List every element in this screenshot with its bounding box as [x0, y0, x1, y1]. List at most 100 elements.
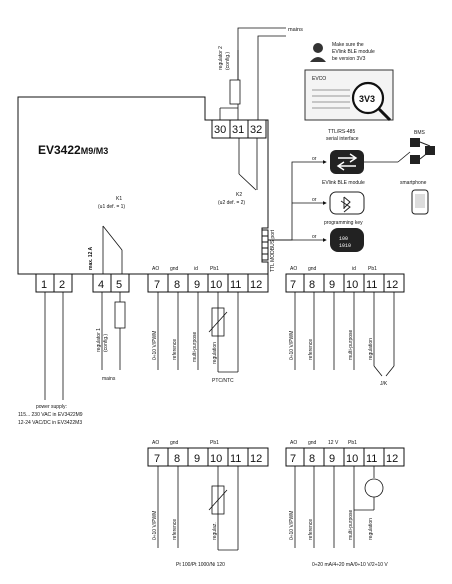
terminal-block-main: [35, 273, 269, 293]
power-supply-line2: 12-24 VAC/DC in EV3422M3: [18, 420, 82, 426]
mains-bottom-label: mains: [102, 376, 116, 382]
ttl-port: [261, 229, 269, 261]
pt-out-label: 0÷10 V/PWM: [152, 511, 158, 540]
relay-k1: [102, 225, 123, 274]
tr-regulation-label: regulation: [368, 518, 374, 540]
mains-top-label: mains: [288, 27, 303, 33]
tc-terminals: 7 8 9 10 11 12: [290, 279, 398, 291]
connectivity-wiring: [268, 151, 411, 242]
terminal-4: 4: [98, 279, 104, 291]
tc-gnd-label: gnd: [308, 266, 317, 272]
svg-text:11: 11: [366, 453, 377, 465]
terminal-block-pt100: [147, 447, 269, 467]
svg-text:12: 12: [250, 453, 262, 465]
terminal-5: 5: [116, 279, 122, 291]
out-0-10-label: 0÷10 V/PWM: [152, 331, 158, 360]
tc-wiring: [294, 292, 395, 377]
module-note-line3: be version 3V3: [332, 56, 366, 62]
or-label-1: or: [312, 156, 317, 162]
bluetooth-icon: [329, 191, 365, 215]
bms-icon: [410, 138, 435, 164]
svg-text:8: 8: [309, 453, 315, 465]
mains-top-wiring: [219, 27, 286, 120]
tc-multi-label: multi-purpose: [348, 329, 354, 360]
svg-text:10: 10: [346, 279, 358, 291]
or-label-2: or: [312, 197, 317, 203]
power-supply-title: power supply:: [36, 404, 67, 410]
or-label-3: or: [312, 234, 317, 240]
multi-purpose-label: multi-purpose: [192, 331, 198, 362]
svg-text:9: 9: [194, 453, 200, 465]
smartphone-label: smartphone: [400, 180, 427, 186]
pt-gnd-label: gnd: [170, 440, 179, 446]
tc-regulation-label: regulation: [368, 338, 374, 360]
regulator1-config: (config.): [103, 334, 109, 352]
svg-text:8: 8: [174, 453, 180, 465]
controller-model: EV3422M9/M3: [38, 143, 108, 157]
regulator2-label: regulator 2: [218, 46, 224, 70]
k2-def: (u2 def. = 2): [218, 200, 245, 206]
module-version-badge: 3V3: [359, 94, 375, 104]
pt-ao-label: AO: [152, 440, 159, 446]
evlink-label: EVlink BLE module: [322, 180, 365, 186]
tc-reference-label: reference: [308, 339, 314, 360]
tr-reference-label: reference: [308, 519, 314, 540]
module-label-card: EVCO 3V3: [304, 69, 394, 122]
terminal-11: 11: [230, 279, 241, 291]
transducer-wiring: [294, 466, 384, 548]
regulator2-config: (config.): [225, 52, 231, 70]
tr-multi-label: multi-purpose: [348, 509, 354, 540]
serial-line2: serial interface: [326, 136, 359, 142]
main-wiring: [44, 292, 239, 400]
terminal-2: 2: [59, 279, 65, 291]
power-supply-line1: 115... 230 VAC in EV3422M9: [18, 412, 83, 418]
terminal-32: 32: [250, 124, 262, 136]
svg-text:12: 12: [386, 279, 398, 291]
terminal-block-tc: [285, 273, 405, 293]
ttl-port-label: TTL MODBUS port: [270, 229, 276, 272]
tc-ao-label: AO: [290, 266, 297, 272]
terminal-10: 10: [210, 279, 222, 291]
id-label: id: [194, 266, 198, 272]
svg-text:8: 8: [309, 279, 315, 291]
reference-label: reference: [172, 339, 178, 360]
pt100-label: Pt 100/Pt 1000/Ni 120: [176, 562, 225, 568]
terminal-block-transducer: [285, 447, 405, 467]
ptc-ntc-label: PTC/NTC: [212, 378, 234, 384]
tr-12v-label: 12 V: [328, 440, 339, 446]
module-brand: EVCO: [312, 76, 326, 82]
terminal-8: 8: [174, 279, 180, 291]
tc-out-label: 0÷10 V/PWM: [289, 331, 295, 360]
terminal-12: 12: [250, 279, 262, 291]
tr-out-label: 0÷10 V/PWM: [289, 511, 295, 540]
tc-pb1-label: Pb1: [368, 266, 377, 272]
k1-label: K1: [116, 196, 122, 202]
svg-text:9: 9: [329, 279, 335, 291]
pt100-wiring: [157, 466, 239, 551]
svg-text:11: 11: [366, 279, 377, 291]
tr-pb1-label: Pb1: [348, 440, 357, 446]
svg-text:12: 12: [386, 453, 398, 465]
installer-icon: [310, 43, 326, 62]
signal-range-label: 0÷20 mA/4÷20 mA/0÷10 V/2÷10 V: [312, 562, 388, 568]
svg-text:1010: 1010: [339, 243, 351, 249]
terminal-30: 30: [214, 124, 226, 136]
transducer-terminals: 7 8 9 10 11 12: [290, 453, 398, 465]
module-note-line2: EVlink BLE module: [332, 49, 375, 55]
tr-ao-label: AO: [290, 440, 297, 446]
pt100-terminals: 7 8 9 10 11 12: [154, 453, 262, 465]
programming-key-label: programming key: [324, 220, 363, 226]
pb1-label: Pb1: [210, 266, 219, 272]
svg-text:7: 7: [290, 279, 296, 291]
serial-interface-icon: [330, 150, 364, 174]
ao-label: AO: [152, 266, 159, 272]
svg-text:10: 10: [210, 453, 222, 465]
module-note-line1: Make sure the: [332, 42, 364, 48]
regulation-label: regulation: [212, 342, 218, 364]
max-current-label: max. 12 A: [88, 246, 94, 270]
bms-label: BMS: [414, 130, 426, 136]
terminal-7: 7: [154, 279, 160, 291]
svg-text:7: 7: [290, 453, 296, 465]
gnd-label: gnd: [170, 266, 179, 272]
